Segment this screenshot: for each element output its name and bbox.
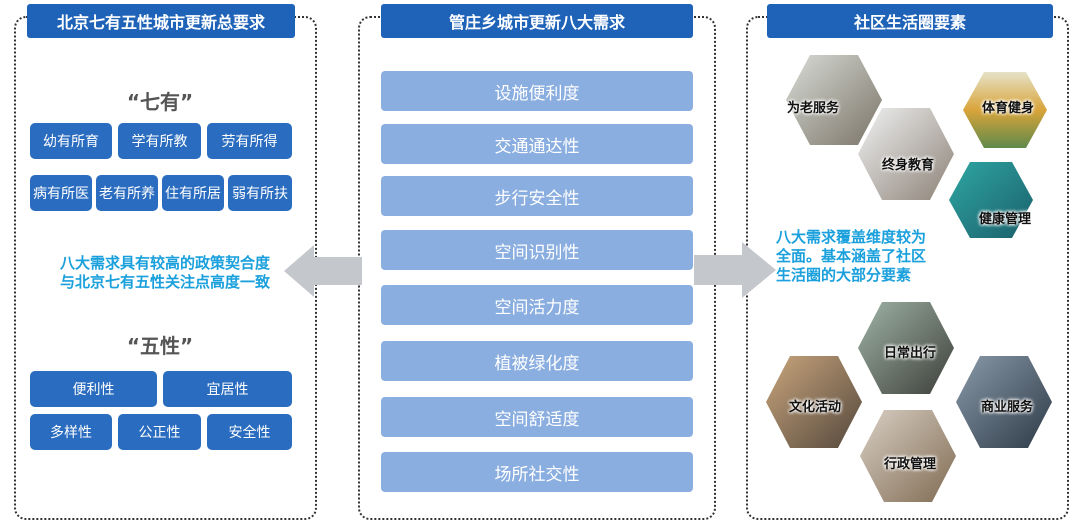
hex-tile-sports <box>963 72 1047 148</box>
wuxing-tag-2: 宜居性 <box>163 371 292 407</box>
hex-tile-daily-travel <box>858 302 954 394</box>
need-2: 交通通达性 <box>381 124 693 164</box>
qiyou-label: “七有” <box>126 90 194 114</box>
hex-label-sports: 体育健身 <box>982 101 1035 116</box>
hex-label-lifelong-edu: 终身教育 <box>882 158 935 173</box>
need-1: 设施便利度 <box>381 71 693 111</box>
qiyou-tag-4: 病有所医 <box>30 175 92 211</box>
qiyou-tag-2: 学有所教 <box>118 123 201 159</box>
hex-label-elderly-service: 为老服务 <box>787 101 840 116</box>
hex-tile-culture <box>766 356 862 448</box>
hex-tile-elderly-service <box>786 55 882 145</box>
right-note-line-3: 生活圈的大部分要素 <box>776 266 912 284</box>
hex-label-daily-travel: 日常出行 <box>884 346 937 361</box>
wuxing-tag-4: 公正性 <box>118 414 201 450</box>
hex-tile-lifelong-edu <box>858 108 954 200</box>
wuxing-label: “五性” <box>126 334 194 358</box>
need-6: 植被绿化度 <box>381 341 693 381</box>
middle-panel-title: 管庄乡城市更新八大需求 <box>381 4 693 38</box>
right-note-line-2: 全面。基本涵盖了社区 <box>776 247 927 265</box>
hex-label-culture: 文化活动 <box>789 400 842 415</box>
need-8: 场所社交性 <box>381 452 693 492</box>
hex-label-commerce: 商业服务 <box>981 400 1034 415</box>
right-panel-title: 社区生活圈要素 <box>767 4 1053 38</box>
hex-tile-commerce <box>956 356 1052 448</box>
wuxing-tag-5: 安全性 <box>207 414 292 450</box>
right-coverage-note: 八大需求覆盖维度较为 全面。基本涵盖了社区 生活圈的大部分要素 <box>776 228 966 285</box>
need-5: 空间活力度 <box>381 285 693 325</box>
left-note-line-2: 与北京七有五性关注点高度一致 <box>59 273 270 291</box>
left-policy-note: 八大需求具有较高的政策契合度 与北京七有五性关注点高度一致 <box>22 254 308 292</box>
need-7: 空间舒适度 <box>381 397 693 437</box>
hex-label-administration: 行政管理 <box>884 457 937 472</box>
left-note-line-1: 八大需求具有较高的政策契合度 <box>59 254 270 272</box>
right-note-line-1: 八大需求覆盖维度较为 <box>776 228 927 246</box>
wuxing-tag-3: 多样性 <box>30 414 112 450</box>
need-3: 步行安全性 <box>381 176 693 216</box>
hex-tile-health <box>949 162 1033 238</box>
qiyou-tag-3: 劳有所得 <box>207 123 292 159</box>
qiyou-tag-6: 住有所居 <box>162 175 224 211</box>
arrow-right-icon <box>694 242 776 298</box>
hex-tile-administration <box>860 410 956 502</box>
need-4: 空间识别性 <box>381 230 693 270</box>
top-hex-cluster <box>786 55 1047 238</box>
bottom-hex-cluster <box>766 302 1052 502</box>
hex-label-health: 健康管理 <box>979 212 1032 227</box>
qiyou-tag-7: 弱有所扶 <box>228 175 292 211</box>
qiyou-tag-5: 老有所养 <box>96 175 158 211</box>
left-panel-title: 北京七有五性城市更新总要求 <box>27 4 295 38</box>
wuxing-tag-1: 便利性 <box>30 371 157 407</box>
arrow-left-icon <box>284 245 362 297</box>
qiyou-tag-1: 幼有所育 <box>30 123 112 159</box>
